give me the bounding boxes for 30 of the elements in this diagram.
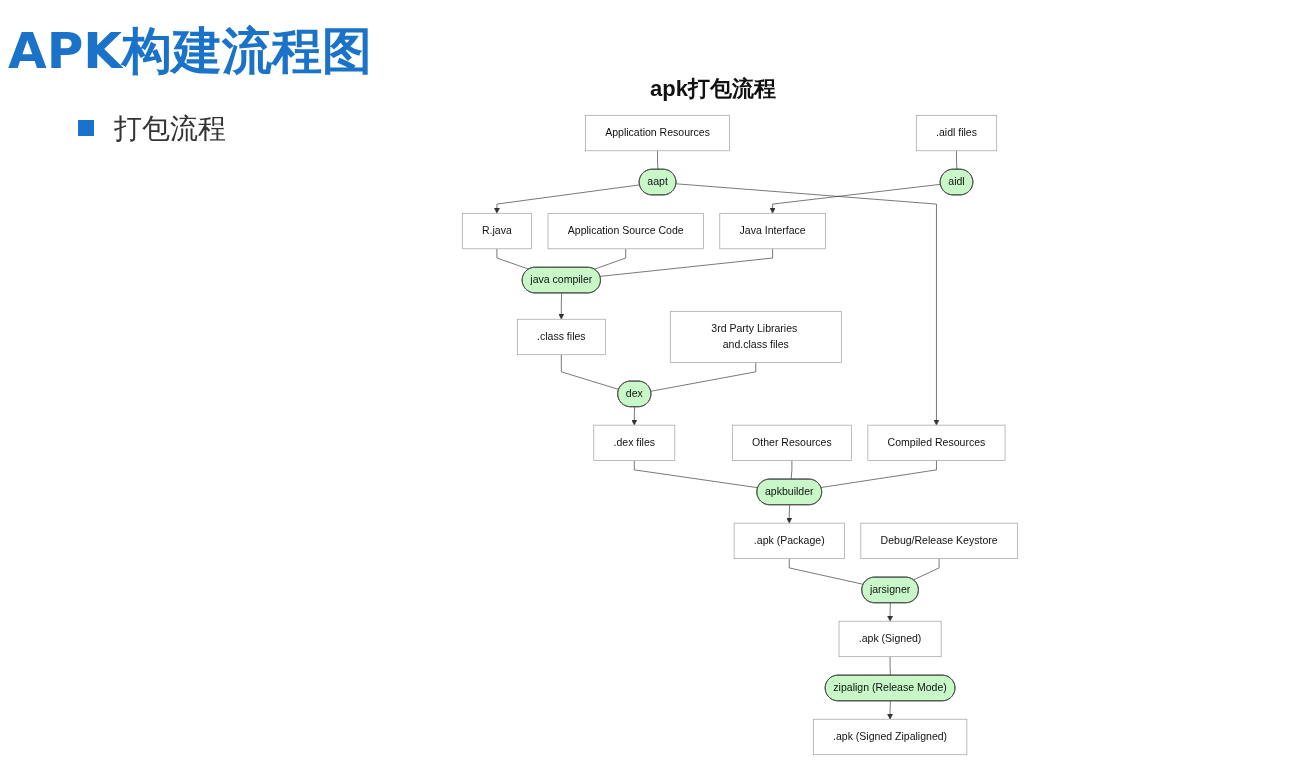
node-box: Java Interface bbox=[719, 212, 826, 250]
connector bbox=[790, 460, 793, 480]
node-box: .aidl files bbox=[916, 114, 998, 152]
node-box: Application Resources bbox=[585, 114, 731, 152]
connector bbox=[789, 558, 865, 585]
connector bbox=[561, 354, 620, 390]
node-box: Other Resources bbox=[732, 424, 852, 461]
connector bbox=[634, 460, 759, 489]
node-box: Application Source Code bbox=[547, 212, 704, 250]
node-box: .apk (Package) bbox=[733, 522, 845, 559]
node-box: Compiled Resources bbox=[867, 424, 1006, 461]
connector bbox=[594, 248, 627, 270]
connector bbox=[956, 150, 958, 170]
bullet-text: 打包流程 bbox=[114, 111, 226, 147]
node-box: .apk (Signed Zipaligned) bbox=[813, 718, 968, 756]
connector bbox=[657, 150, 659, 170]
page-title: APK构建流程图 bbox=[8, 21, 373, 82]
node-box: R.java bbox=[462, 212, 533, 250]
connector bbox=[650, 362, 757, 392]
connector bbox=[496, 248, 530, 270]
node-box: 3rd Party Libraries and.class files bbox=[670, 311, 842, 363]
connector bbox=[913, 558, 940, 581]
connector bbox=[600, 248, 774, 277]
node-box: Debug/Release Keystore bbox=[860, 522, 1018, 559]
connector bbox=[820, 460, 937, 488]
node-box: .dex files bbox=[593, 424, 676, 461]
diagram-heading: apk打包流程 bbox=[650, 75, 776, 103]
connector bbox=[889, 656, 891, 676]
node-box: .apk (Signed) bbox=[838, 620, 942, 658]
node-box: .class files bbox=[517, 318, 606, 356]
